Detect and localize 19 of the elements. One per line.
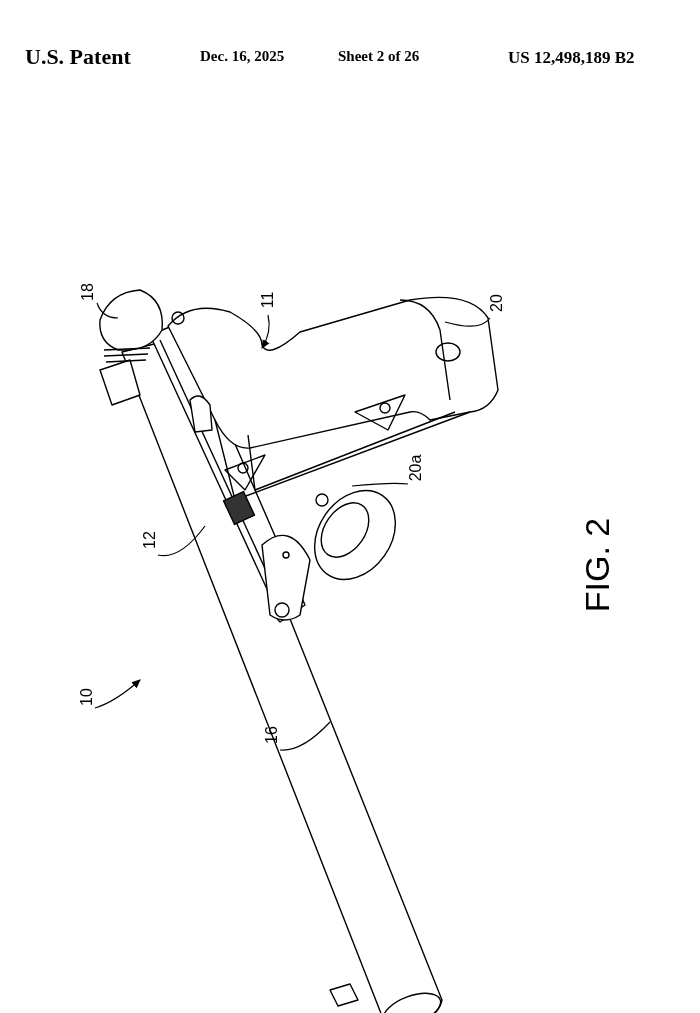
patent-header-title: U.S. Patent [25, 44, 131, 70]
leader-line [157, 525, 206, 557]
callout-number: 18 [80, 283, 96, 301]
callout-number: 12 [142, 531, 158, 549]
header-date: Dec. 16, 2025 [200, 48, 285, 65]
header-patent-number: US 12,498,189 B2 [508, 48, 635, 68]
callout-number: 20 [489, 294, 505, 312]
leader-line [444, 317, 491, 327]
callout-number: 10 [79, 688, 95, 706]
figure-caption: FIG. 2 [580, 517, 614, 613]
callout-number: 16 [264, 726, 280, 744]
leader-line [96, 302, 119, 319]
callout-number: 20a [408, 454, 424, 482]
header-sheet-number: Sheet 2 of 26 [338, 48, 420, 65]
leader-arrow [94, 679, 141, 709]
leader-line [279, 721, 331, 751]
leader-line [351, 482, 409, 487]
leader-arrow [261, 314, 270, 349]
callout-number: 11 [260, 291, 276, 309]
